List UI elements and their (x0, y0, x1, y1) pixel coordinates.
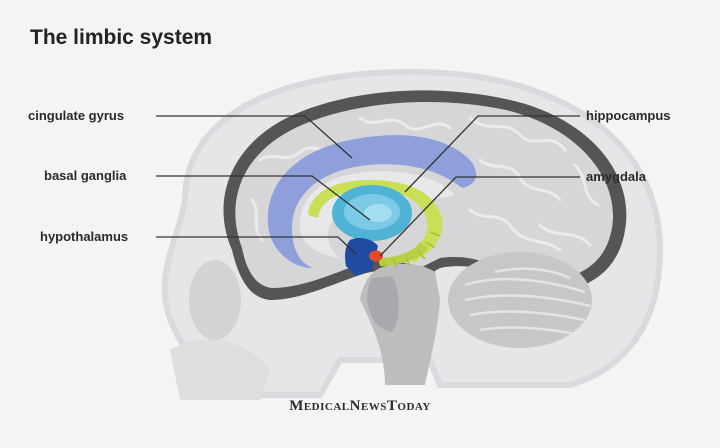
hypothalamus-region (345, 238, 378, 276)
leader-lines (156, 115, 580, 257)
cingulate-gyrus-region (267, 135, 477, 268)
leader-line-amygdala (379, 176, 580, 257)
page-title: The limbic system (30, 26, 213, 49)
amygdala-region (369, 250, 383, 262)
pons (367, 276, 399, 332)
label-hippocampus: hippocampus (586, 108, 671, 123)
label-basal-ganglia: basal ganglia (44, 168, 127, 183)
cerebellum (448, 252, 592, 348)
leader-line-hypothalamus (156, 236, 357, 255)
hippocampus-tail (378, 242, 428, 266)
brain-gyri (250, 116, 600, 252)
brand-logo: MedicalNewsToday (289, 398, 431, 414)
label-hypothalamus: hypothalamus (40, 229, 129, 244)
label-amygdala: amygdala (586, 169, 646, 184)
hippocampus-ridges (383, 231, 441, 269)
leader-line-hippocampus (404, 115, 580, 193)
label-cingulate-gyrus: cingulate gyrus (28, 108, 125, 123)
leader-line-cingulate-gyrus (156, 115, 353, 159)
thalamus (364, 204, 392, 222)
leader-line-basal-ganglia (156, 175, 371, 221)
